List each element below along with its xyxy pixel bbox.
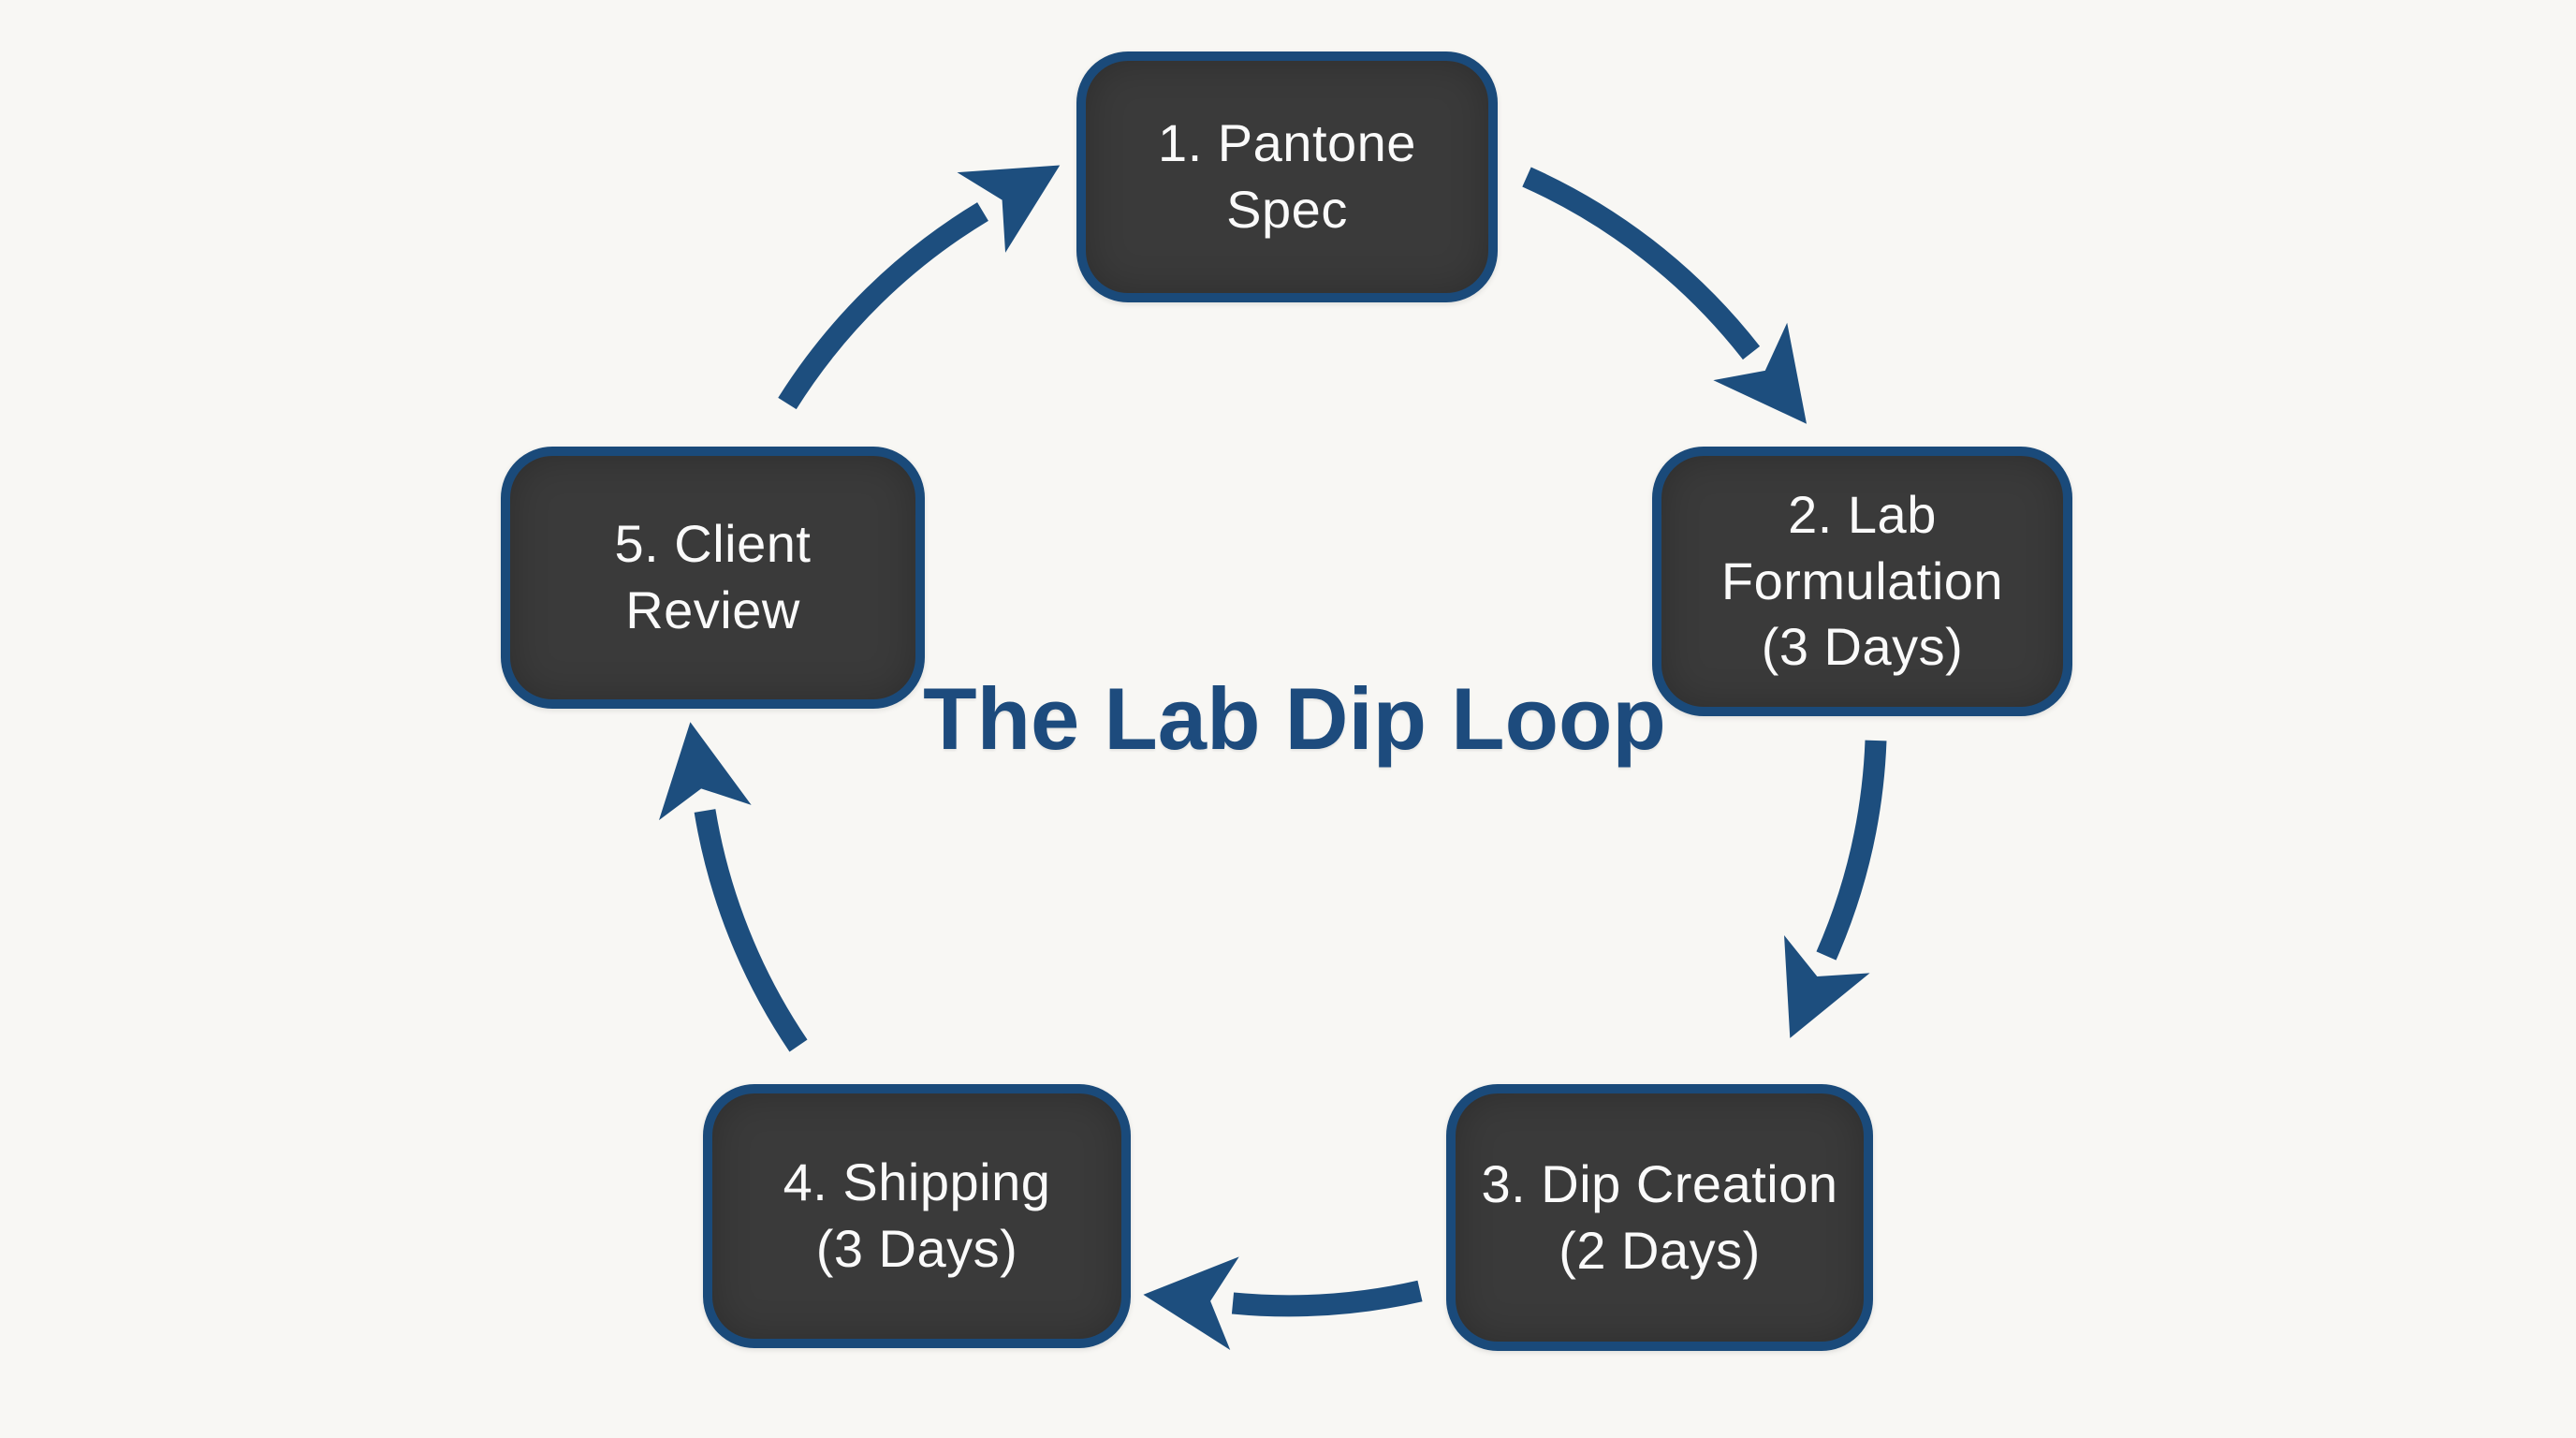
arrow-pantone-to-formulation-icon [1522, 167, 1808, 424]
diagram-title: The Lab Dip Loop [923, 669, 1666, 768]
node-label-client-review: 5. Client Review [614, 514, 812, 639]
process-node-lab-formulation: 2. Lab Formulation (3 Days) [1652, 447, 2072, 716]
process-node-client-review: 5. Client Review [501, 447, 925, 709]
node-label-dip-creation: 3. Dip Creation (2 Days) [1481, 1153, 1838, 1280]
node-label-pantone-spec: 1. Pantone Spec [1158, 113, 1416, 239]
arrow-shipping-to-review-icon [658, 722, 808, 1052]
process-node-dip-creation: 3. Dip Creation (2 Days) [1446, 1084, 1873, 1351]
arrow-review-to-pantone-icon [778, 165, 1061, 410]
node-label-lab-formulation: 2. Lab Formulation (3 Days) [1720, 485, 2004, 677]
node-label-shipping: 4. Shipping (3 Days) [783, 1152, 1051, 1278]
arrow-formulation-to-dip-icon [1784, 740, 1887, 1038]
arrow-dip-to-shipping-icon [1143, 1256, 1423, 1350]
process-node-pantone-spec: 1. Pantone Spec [1076, 51, 1498, 302]
process-node-shipping: 4. Shipping (3 Days) [703, 1084, 1131, 1348]
